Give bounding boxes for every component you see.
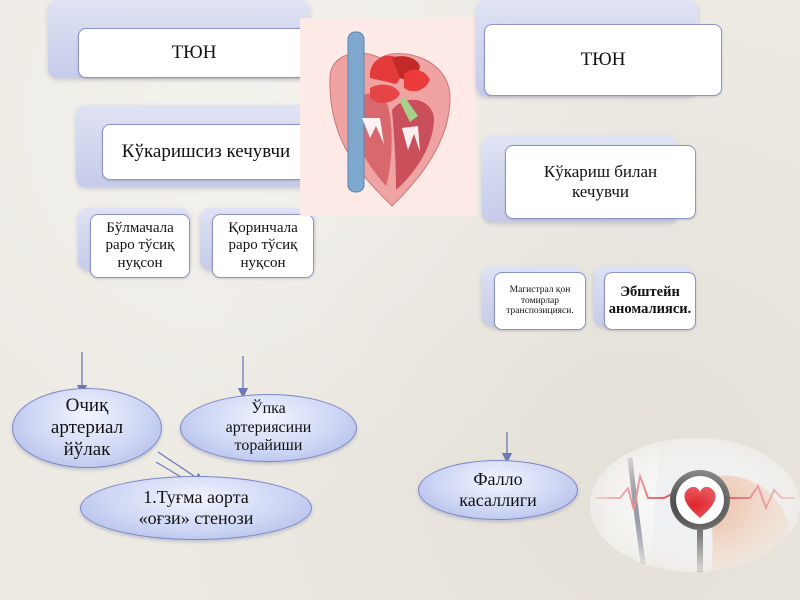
right-subtype-1-box: Магистрал қон томирлар транспозицияси.	[494, 272, 586, 330]
open-ductus-oval: Очиқ артериал йўлак	[12, 388, 162, 468]
right-subtype-2-box: Эбштейн аномалияси.	[604, 272, 696, 330]
right-subtype-2-label: Эбштейн аномалияси.	[608, 284, 692, 317]
right-subtype-1-label: Магистрал қон томирлар транспозицияси.	[506, 284, 574, 317]
right-title-box: ТЮН	[484, 24, 722, 96]
pulmonary-stenosis-oval: Ўпка артериясини торайиши	[180, 394, 357, 462]
right-category-label: Кўкариш билан кечувчи	[543, 162, 658, 201]
left-subtype-2-box: Қоринчала раро тўсиқ нуқсон	[212, 214, 314, 278]
left-title-box: ТЮН	[78, 28, 310, 78]
left-title: ТЮН	[171, 42, 217, 64]
left-category-label: Кўкаришсиз кечувчи	[121, 141, 291, 163]
right-category-box: Кўкариш билан кечувчи	[505, 145, 696, 219]
fallot-oval: Фалло касаллиги	[418, 460, 578, 520]
left-subtype-1-box: Бўлмачала раро тўсиқ нуқсон	[90, 214, 190, 278]
aortic-stenosis-oval: 1.Туғма аорта «оғзи» стенози	[80, 476, 312, 540]
aortic-stenosis-label: 1.Туғма аорта «оғзи» стенози	[138, 487, 254, 528]
open-ductus-label: Очиқ артериал йўлак	[50, 395, 124, 460]
left-category-box: Кўкаришсиз кечувчи	[102, 124, 310, 180]
pulmonary-stenosis-label: Ўпка артериясини торайиши	[225, 400, 312, 455]
left-subtype-1-label: Бўлмачала раро тўсиқ нуқсон	[105, 220, 175, 271]
fallot-label: Фалло касаллиги	[459, 469, 537, 510]
left-subtype-2-label: Қоринчала раро тўсиқ нуқсон	[228, 220, 298, 271]
right-title: ТЮН	[580, 49, 626, 71]
heart-illustration	[300, 18, 476, 216]
stethoscope-heart-photo	[590, 438, 800, 572]
